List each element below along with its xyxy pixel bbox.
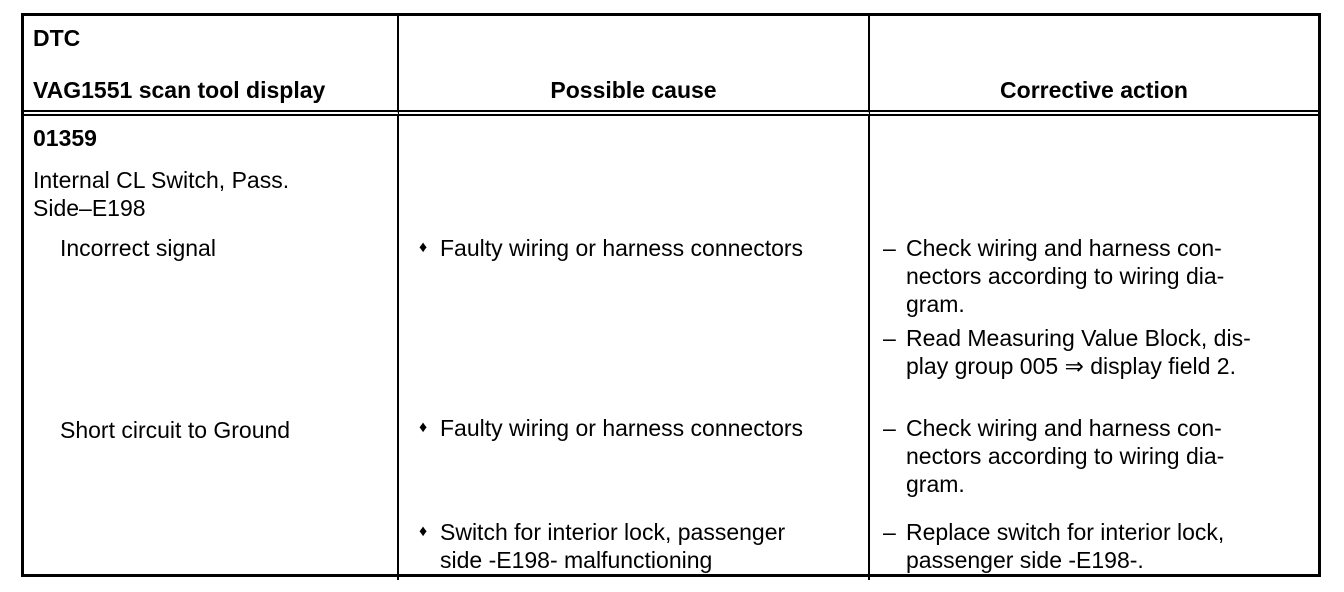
action-item: – Read Measuring Value Block, dis- play … [883, 324, 1312, 380]
symptom-label: Incorrect signal [60, 235, 216, 261]
dtc-description: Internal CL Switch, Pass. Side–E198 [33, 167, 290, 221]
action-text: Read Measuring Value Block, dis- play gr… [906, 325, 1251, 379]
dash-bullet-icon: – [883, 519, 896, 545]
cause-cell: ♦ Switch for interior lock, passenger si… [399, 504, 870, 580]
dash-bullet-icon: – [883, 415, 896, 441]
cause-text: Faulty wiring or harness connectors [440, 235, 804, 261]
action-cell: – Replace switch for interior lock, pass… [870, 504, 1318, 580]
cause-text: Faulty wiring or harness connectors [440, 415, 804, 441]
cause-cell: ♦ Faulty wiring or harness connectors [399, 226, 870, 406]
symptom-cell: Incorrect signal [24, 226, 399, 406]
diamond-bullet-icon: ♦ [419, 523, 428, 540]
empty-symptom-cell [24, 504, 399, 580]
action-cell: – Check wiring and harness con- nectors … [870, 226, 1318, 406]
cause-cell: ♦ Faulty wiring or harness connectors [399, 406, 870, 504]
cause-text: Switch for interior lock, passenger side… [440, 519, 786, 573]
header-corrective-action-label: Corrective action [1000, 77, 1188, 103]
action-text: Replace switch for interior lock, passen… [906, 519, 1225, 573]
action-text: Check wiring and harness con- nectors ac… [906, 415, 1225, 497]
cause-item: ♦ Switch for interior lock, passenger si… [419, 518, 862, 574]
symptom-label: Short circuit to Ground [60, 417, 291, 443]
cause-item: ♦ Faulty wiring or harness connectors [419, 414, 862, 442]
header-possible-cause: Possible cause [399, 16, 870, 116]
dash-bullet-icon: – [883, 235, 896, 261]
symptom-cell: Short circuit to Ground [24, 406, 399, 504]
diamond-bullet-icon: ♦ [419, 239, 428, 256]
header-possible-cause-label: Possible cause [550, 77, 717, 103]
dtc-code-cell: 01359 Internal CL Switch, Pass. Side–E19… [24, 116, 399, 226]
action-cell: – Check wiring and harness con- nectors … [870, 406, 1318, 504]
dtc-table: DTC VAG1551 scan tool display Possible c… [21, 13, 1321, 580]
header-vag1551-label: VAG1551 scan tool display [33, 77, 326, 103]
header-scan-tool-display: DTC VAG1551 scan tool display [24, 16, 399, 116]
cause-item: ♦ Faulty wiring or harness connectors [419, 234, 862, 262]
action-item: – Check wiring and harness con- nectors … [883, 234, 1312, 318]
dtc-code: 01359 [33, 125, 97, 151]
action-item: – Replace switch for interior lock, pass… [883, 518, 1312, 574]
action-text: Check wiring and harness con- nectors ac… [906, 235, 1225, 317]
empty-cause-cell [399, 116, 870, 226]
diamond-bullet-icon: ♦ [419, 419, 428, 436]
dash-bullet-icon: – [883, 325, 896, 351]
empty-action-cell [870, 116, 1318, 226]
header-corrective-action: Corrective action [870, 16, 1318, 116]
header-dtc-label: DTC [33, 25, 81, 51]
action-item: – Check wiring and harness con- nectors … [883, 414, 1312, 498]
